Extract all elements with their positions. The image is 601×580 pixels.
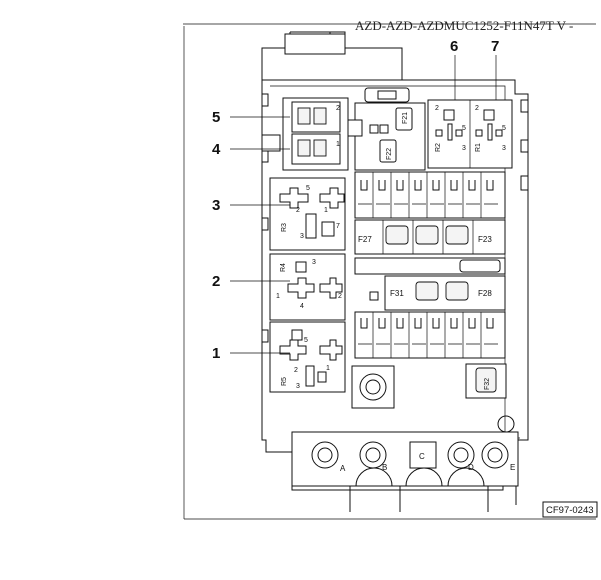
pin-label: 1 <box>336 141 340 148</box>
callout-4: 4 <box>212 141 221 158</box>
fuse-f21: F21 <box>395 107 413 131</box>
svg-text:5: 5 <box>304 337 308 344</box>
mounting-hole <box>497 415 515 433</box>
leader-lines <box>230 55 497 354</box>
callout-3: 3 <box>212 197 220 214</box>
fuse-f27-label: F27 <box>358 235 372 244</box>
fuse-f32: F32 <box>465 363 507 399</box>
svg-text:1: 1 <box>276 293 280 300</box>
svg-text:2: 2 <box>296 207 300 214</box>
svg-text:3: 3 <box>312 259 316 266</box>
svg-text:5: 5 <box>306 185 310 192</box>
svg-text:7: 7 <box>336 223 340 230</box>
top-connector <box>261 31 403 81</box>
svg-text:2: 2 <box>294 367 298 374</box>
svg-text:D: D <box>468 463 474 472</box>
relay-r5-label: R5 <box>281 377 288 386</box>
fuse-row-middle: F27 F23 <box>354 219 506 255</box>
svg-text:1: 1 <box>324 207 328 214</box>
relay-r1-label: R1 <box>475 143 482 152</box>
svg-text:4: 4 <box>300 303 304 310</box>
fuse-row-lower <box>354 311 506 359</box>
relay-block-r4: R4 3 1 4 2 <box>269 253 346 321</box>
svg-text:A: A <box>340 464 346 473</box>
svg-text:3: 3 <box>462 145 466 152</box>
svg-text:3: 3 <box>502 145 506 152</box>
callout-6: 6 <box>450 38 458 55</box>
callout-5: 5 <box>212 109 220 126</box>
fuse-f23-label: F23 <box>478 235 492 244</box>
figure-frame <box>183 26 596 520</box>
figure-code-box: CF97-0243 <box>542 501 598 518</box>
svg-text:C: C <box>419 452 425 461</box>
pin-label: 2 <box>336 105 340 112</box>
svg-text:2: 2 <box>338 293 342 300</box>
callout-2: 2 <box>212 273 220 290</box>
fuse-row-lower-middle: F31 F28 <box>354 257 506 311</box>
svg-text:B: B <box>382 463 387 472</box>
relay-cluster-4-5: 2 1 <box>261 97 389 171</box>
svg-text:E: E <box>510 463 515 472</box>
terminal-a: A <box>311 441 346 473</box>
svg-text:F32: F32 <box>484 378 491 390</box>
terminal-d: D <box>447 441 475 472</box>
figure-code: CF97-0243 <box>546 505 594 516</box>
relay-block-r3: R3 5 2 1 3 7 <box>269 177 346 251</box>
cable-clamps <box>349 467 517 512</box>
relay-r4-label: R4 <box>280 263 287 272</box>
svg-text:3: 3 <box>300 233 304 240</box>
header-code: AZD-AZD-AZDMUC1252-F11N47T V - <box>355 18 573 33</box>
fuse-f31-label: F31 <box>390 289 404 298</box>
terminal-row: A B C D E <box>291 431 519 487</box>
svg-text:5: 5 <box>462 125 466 132</box>
fuse-f28-label: F28 <box>478 289 492 298</box>
bolt-stud <box>351 365 395 409</box>
relay-r2-label: R2 <box>435 143 442 152</box>
svg-text:3: 3 <box>296 383 300 390</box>
terminal-e: E <box>481 441 515 472</box>
relay-r3-label: R3 <box>281 223 288 232</box>
svg-text:1: 1 <box>326 365 330 372</box>
svg-text:5: 5 <box>502 125 506 132</box>
relay-block-r1-r2: R2 R1 2 5 3 2 5 3 <box>427 99 513 169</box>
fuse-row-upper <box>354 171 506 219</box>
svg-text:F22: F22 <box>386 148 393 160</box>
callout-1: 1 <box>212 345 220 362</box>
callout-7: 7 <box>491 38 499 55</box>
fuse-f22: F22 <box>379 139 397 163</box>
relay-block-r5: R5 5 2 1 3 <box>269 321 346 393</box>
svg-text:F21: F21 <box>402 112 409 124</box>
svg-text:2: 2 <box>475 105 479 112</box>
terminal-c: C <box>409 441 437 469</box>
svg-text:2: 2 <box>435 105 439 112</box>
